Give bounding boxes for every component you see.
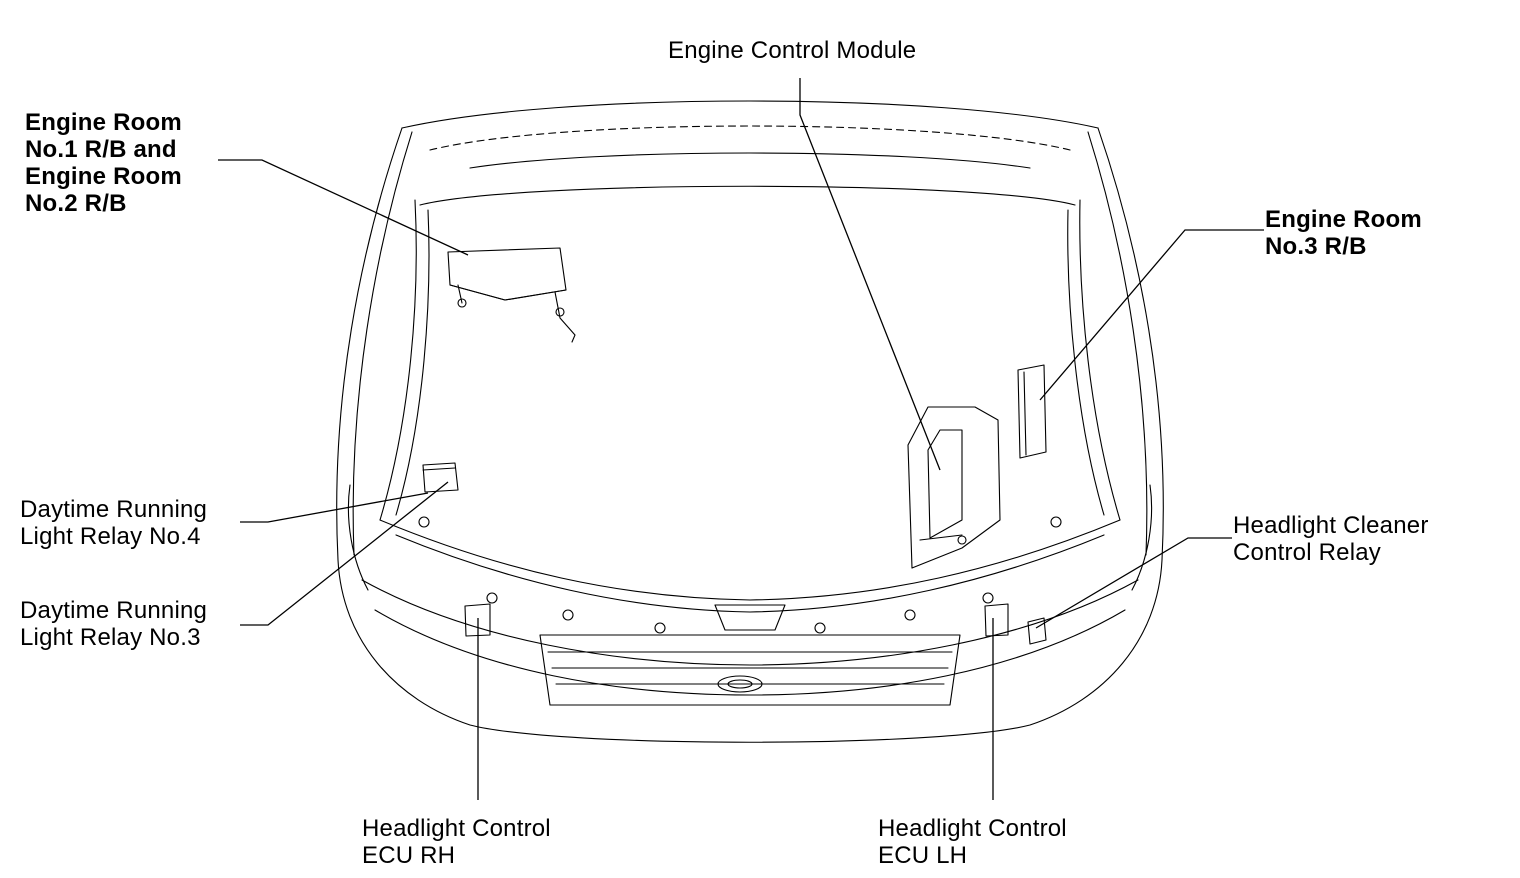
label-line: Headlight Cleaner: [1233, 512, 1429, 539]
leader-engine-room-no1-no2: [218, 159, 469, 256]
label-line: Engine Room: [25, 163, 182, 190]
headlight-ecu-lh-label: Headlight Control ECU LH: [878, 815, 1067, 869]
label-line: Daytime Running: [20, 597, 208, 624]
engine-room-no1-no2-label: Engine Room No.1 R/B and Engine Room No.…: [25, 109, 182, 217]
engine-room-no3-relay-block: [1017, 364, 1047, 459]
label-line: Engine Room: [1265, 206, 1422, 233]
vehicle-body-outline: [336, 100, 1164, 743]
label-line: Daytime Running: [20, 496, 208, 523]
headlight-cleaner-relay-label: Headlight Cleaner Control Relay: [1233, 512, 1429, 566]
leader-headlight-cleaner: [1035, 537, 1232, 629]
engine-control-module-label: Engine Control Module: [668, 37, 916, 64]
engine-room-no3-label: Engine Room No.3 R/B: [1265, 206, 1422, 260]
label-line: No.3 R/B: [1265, 233, 1367, 260]
headlight-ecu-rh-label: Headlight Control ECU RH: [362, 815, 551, 869]
drl-relay-no4-label: Daytime Running Light Relay No.4: [20, 496, 207, 550]
drl-relay-no3-label: Daytime Running Light Relay No.3: [20, 597, 207, 651]
leader-engine-room-no3: [1039, 229, 1264, 401]
label-line: Headlight Control: [362, 815, 551, 842]
label-line: Engine Control Module: [668, 37, 917, 64]
label-line: ECU RH: [362, 842, 456, 869]
headlight-ecu-rh-component: [464, 603, 491, 637]
label-line: No.2 R/B: [25, 190, 127, 217]
headlight-ecu-lh-component: [984, 603, 1009, 637]
label-line: Control Relay: [1233, 539, 1381, 566]
label-line: Light Relay No.4: [20, 523, 201, 550]
leader-drl-relay-no4: [240, 492, 429, 523]
label-line: Headlight Control: [878, 815, 1067, 842]
engine-control-module-unit: [907, 406, 1001, 569]
leader-engine-control-module: [799, 78, 941, 471]
drl-relay-component: [422, 462, 459, 493]
label-line: No.1 R/B and: [25, 136, 177, 163]
leader-drl-relay-no3: [240, 481, 449, 626]
label-line: Light Relay No.3: [20, 624, 201, 651]
headlight-cleaner-relay-component: [1027, 617, 1047, 645]
label-line: Engine Room: [25, 109, 182, 136]
engine-room-no1-no2-relay-block: [447, 247, 576, 343]
label-line: ECU LH: [878, 842, 968, 869]
